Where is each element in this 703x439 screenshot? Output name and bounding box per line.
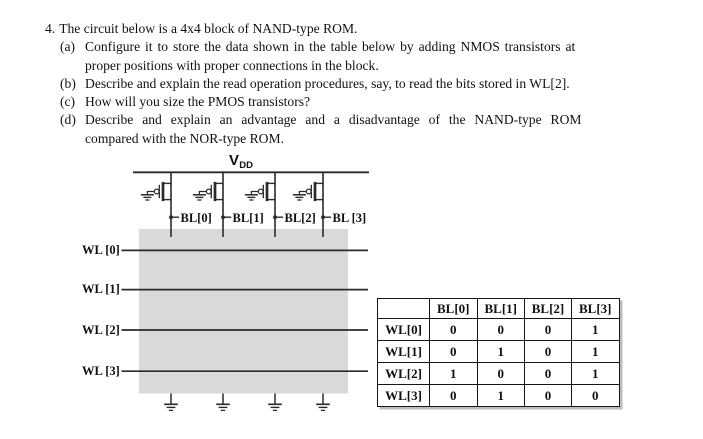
question-item-c: (c) How will you size the PMOS transisto…: [45, 93, 581, 111]
question-title: The circuit below is a 4x4 block of NAND…: [59, 21, 358, 36]
pmos-transistor: [291, 170, 333, 239]
table-cell: 0: [476, 362, 525, 385]
pmos-transistor: [243, 170, 285, 239]
table-row-label: WL[0]: [377, 318, 430, 341]
table-cell: 1: [476, 384, 525, 407]
table-cell: 1: [571, 340, 620, 363]
item-marker: (d): [60, 112, 76, 128]
table-cell: 0: [524, 340, 572, 363]
word-line-label: WL [3]: [82, 363, 120, 378]
word-line-label: WL [1]: [82, 282, 120, 297]
word-line-label: WL [2]: [82, 322, 120, 337]
ground-symbol: [215, 392, 231, 412]
table-row-label: WL[3]: [377, 384, 430, 407]
table-col-header: BL[2]: [524, 298, 572, 319]
bit-line-label: BL[0]: [180, 210, 212, 225]
table-cell: 0: [524, 362, 572, 385]
table-cell: 0: [429, 318, 478, 341]
table-cell: 1: [476, 340, 525, 363]
table-corner-cell: [377, 298, 430, 319]
table-row: WL[0] 0 0 0 1: [377, 318, 620, 341]
question-block: 4.The circuit below is a 4x4 block of NA…: [45, 20, 581, 148]
table-header-row: BL[0] BL[1] BL[2] BL[3]: [377, 298, 620, 319]
table-cell: 1: [429, 362, 478, 385]
table-row: WL[3] 0 1 0 0: [377, 384, 620, 407]
word-line-label: WL [0]: [82, 243, 120, 257]
ground-symbol: [315, 392, 331, 412]
table-row-label: WL[1]: [377, 340, 430, 363]
table-col-header: BL[3]: [571, 298, 620, 319]
item-text-line: Describe and explain an advantage and a …: [85, 112, 582, 128]
item-text-line: compared with the NOR-type ROM.: [85, 130, 284, 146]
table-row-label: WL[2]: [377, 362, 430, 385]
rom-data-table: BL[0] BL[1] BL[2] BL[3] WL[0] 0 0 0 1 WL…: [377, 298, 620, 407]
pmos-transistor: [191, 170, 233, 239]
ground-symbol: [163, 392, 179, 412]
table-cell: 0: [524, 384, 572, 407]
table-cell: 0: [429, 384, 478, 407]
pmos-transistor: [139, 170, 181, 239]
bit-line-label: BL [3]: [332, 210, 367, 225]
table-row: WL[2] 1 0 0 1: [377, 362, 620, 385]
vdd-label: VDD: [229, 152, 253, 171]
ground-symbol: [267, 392, 283, 412]
item-marker: (b): [60, 75, 76, 91]
table-row: WL[1] 0 1 0 1: [377, 340, 620, 363]
question-number: 4.: [45, 21, 56, 36]
question-item-b: (b) Describe and explain the read operat…: [45, 75, 581, 93]
table-cell: 0: [476, 318, 525, 341]
item-text-line: Configure it to store the data shown in …: [85, 39, 576, 55]
table-col-header: BL[0]: [429, 298, 478, 319]
bit-line-label: BL[1]: [232, 210, 264, 225]
item-text-line: Describe and explain the read operation …: [85, 75, 570, 91]
table-cell: 1: [571, 318, 620, 341]
table-col-header: BL[1]: [476, 298, 525, 319]
question-item-d: (d) Describe and explain an advantage an…: [45, 111, 581, 148]
table-cell: 0: [429, 340, 478, 363]
table-cell: 0: [524, 318, 572, 341]
item-marker: (c): [60, 94, 76, 110]
table-cell: 1: [571, 362, 620, 385]
question-item-a: (a) Configure it to store the data shown…: [45, 38, 581, 75]
rom-block: [139, 229, 348, 394]
question-title-line: 4.The circuit below is a 4x4 block of NA…: [45, 20, 581, 38]
table-cell: 0: [571, 384, 620, 407]
item-text-line: proper positions with proper connections…: [85, 57, 379, 73]
item-text-line: How will you size the PMOS transistors?: [85, 94, 311, 110]
bit-line-label: BL[2]: [284, 210, 316, 225]
item-marker: (a): [60, 39, 76, 55]
